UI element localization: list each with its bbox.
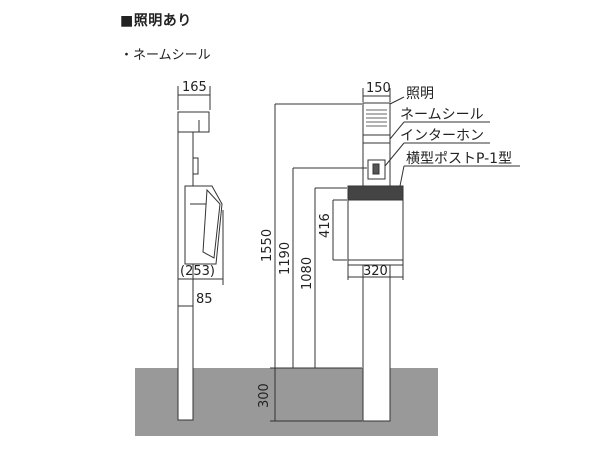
dim-ground-depth: 300 [257,383,272,408]
front-light [362,102,391,136]
side-light [177,111,210,133]
label-name-seal: ネームシール [400,107,484,123]
label-mailbox: 横型ポストP-1型 [406,151,512,167]
dim-box-height: 416 [318,213,333,238]
dim-total-height: 1550 [260,229,275,262]
dim-box-width: 320 [363,264,388,279]
section-heading: ■照明あり [120,13,192,29]
section-subheading: ・ネームシール [120,48,211,63]
dim-front-width: 150 [366,81,391,96]
label-light: 照明 [406,86,434,102]
dim-side-post: 85 [196,292,213,307]
front-view [270,88,520,422]
front-post [362,142,391,422]
dim-side-width: 165 [182,80,207,95]
dim-height-1190: 1190 [278,242,293,275]
label-intercom: インターホン [400,128,484,144]
dim-height-1080: 1080 [300,257,315,290]
dim-side-depth: (253) [180,264,215,279]
front-name-seal [362,134,391,144]
mailbox-band [347,185,404,201]
side-intercom [192,157,199,175]
side-view [177,86,224,421]
